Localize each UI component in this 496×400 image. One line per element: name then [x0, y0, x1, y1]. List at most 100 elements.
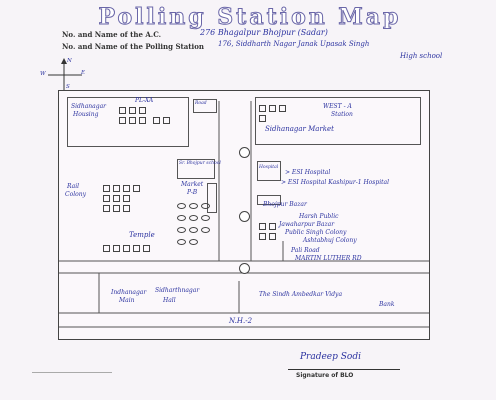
building-marker [201, 227, 210, 233]
ac-label: No. and Name of the A.C. [62, 30, 162, 39]
building-marker [189, 203, 198, 209]
signature-caption: Signature of BLO [296, 372, 354, 379]
label-mid-2: P-B [187, 189, 198, 196]
building-marker [113, 245, 120, 252]
road-lines [59, 101, 429, 328]
building-marker [201, 203, 210, 209]
ps-label: No. and Name of the Polling Station [62, 42, 204, 51]
ps-value: 176, Siddharth Nagar Janak Upasak Singh [218, 40, 370, 48]
label-left-2: Colony [65, 191, 86, 198]
label-right-1: > ESI Hospital [285, 169, 331, 176]
label-bl-2: Main [119, 297, 135, 304]
building-marker [113, 195, 120, 202]
building-marker [139, 117, 146, 124]
building-marker [113, 205, 120, 212]
label-bl-4: Hall [163, 297, 176, 304]
label-right-9: MARTIN LUTHER RD [295, 255, 362, 262]
building-marker [177, 215, 186, 221]
label-right-box: Hospital [259, 165, 279, 170]
market-strip [207, 183, 217, 213]
label-top-mid-1: PL-XA [135, 97, 154, 104]
building-marker [269, 233, 276, 240]
building-marker [201, 215, 210, 221]
compass: N W E S [40, 58, 86, 92]
signature-scribble: Pradeep Sodi [300, 352, 361, 362]
box-school [177, 159, 215, 179]
label-mid-1: Market [181, 181, 204, 188]
box-hospital [257, 161, 281, 181]
building-marker [123, 185, 130, 192]
building-marker [177, 239, 186, 245]
building-marker [119, 117, 126, 124]
junction-marker [239, 211, 250, 222]
compass-west: W [40, 71, 46, 77]
building-marker [139, 107, 146, 114]
label-right-4: Harsh Public [299, 213, 339, 220]
building-marker [153, 117, 160, 124]
bottom-rule [32, 372, 112, 373]
label-right-8: Pali Road [291, 247, 320, 254]
road-label: N.H.-2 [229, 317, 253, 325]
building-marker [123, 205, 130, 212]
label-tr-3: Sidhanagar Market [265, 125, 334, 133]
label-bl-3: Sidharthnagar [155, 287, 200, 294]
station-map: Sidhanagar Housing PL-XA Road WEST - A S… [58, 90, 430, 340]
label-bl-1: Indhanagar [111, 289, 147, 296]
label-left-1: Rail [67, 183, 80, 190]
label-temple: Temple [129, 231, 155, 239]
building-marker [133, 185, 140, 192]
block-top-right [255, 97, 421, 145]
building-marker [163, 117, 170, 124]
label-right-2: > ESI Hospital Kashipur-1 Hospital [281, 179, 390, 186]
building-marker [103, 195, 110, 202]
label-right-7: Ashtabhuj Colony [303, 237, 357, 244]
building-marker [259, 115, 266, 122]
ac-value: 276 Bhagalpur Bhojpur (Sadar) [200, 28, 328, 37]
page-title: Polling Station Map [98, 4, 402, 31]
building-marker [259, 223, 266, 230]
compass-east: E [81, 70, 86, 76]
building-marker [103, 245, 110, 252]
box-top-mid [193, 99, 217, 113]
label-right-3: Bhojpur Bazar [263, 201, 307, 208]
label-tl-b: Housing [73, 111, 99, 118]
building-marker [177, 227, 186, 233]
building-marker [189, 215, 198, 221]
building-marker [103, 185, 110, 192]
label-right-5: Jawaharpur Bazar [279, 221, 335, 228]
building-marker [129, 107, 136, 114]
building-marker [189, 239, 198, 245]
junction-marker [239, 263, 250, 274]
label-tr-2: Station [331, 111, 353, 118]
box-right-mid [257, 195, 281, 205]
building-marker [143, 245, 150, 252]
building-marker [259, 233, 266, 240]
compass-south: S [66, 84, 70, 90]
compass-north: N [67, 58, 72, 64]
label-right-6: Public Singh Colony [285, 229, 347, 236]
ps-value-line2: High school [400, 52, 443, 60]
compass-icon [48, 58, 82, 90]
building-marker [279, 105, 286, 112]
label-br-2: Bank [379, 301, 395, 308]
building-marker [119, 107, 126, 114]
building-marker [123, 195, 130, 202]
label-mid-box: Sr. Bhojpur school [179, 161, 221, 166]
junction-marker [239, 147, 250, 158]
label-top-mid-2: Road [195, 101, 207, 106]
building-marker [129, 117, 136, 124]
building-marker [113, 185, 120, 192]
building-marker [103, 205, 110, 212]
building-marker [177, 203, 186, 209]
block-top-left [67, 97, 189, 147]
building-marker [269, 223, 276, 230]
building-marker [123, 245, 130, 252]
signature-line [288, 369, 400, 370]
building-marker [259, 105, 266, 112]
label-tr-1: WEST - A [323, 103, 352, 110]
building-marker [133, 245, 140, 252]
building-marker [269, 105, 276, 112]
building-marker [189, 227, 198, 233]
label-tl-a: Sidhanagar [71, 103, 107, 110]
